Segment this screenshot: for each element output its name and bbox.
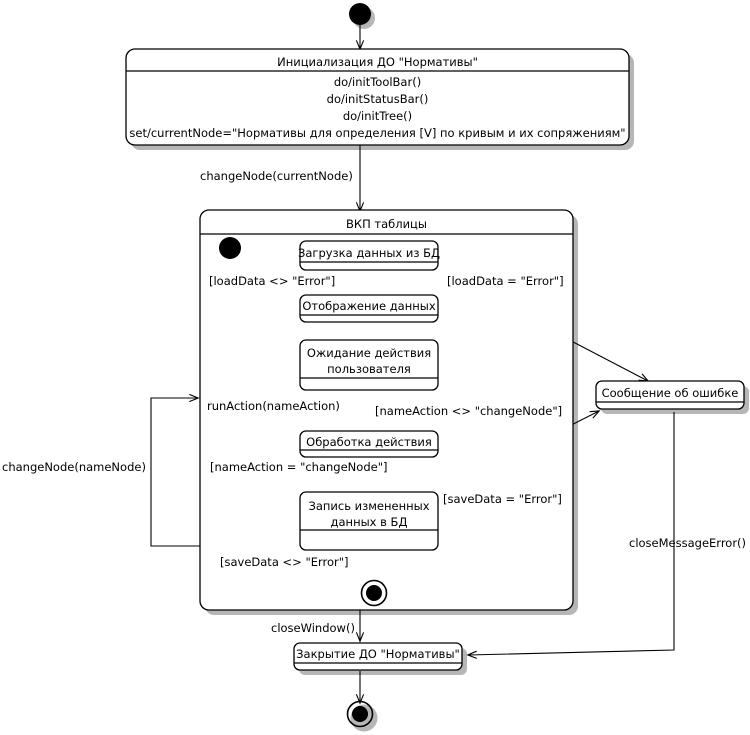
- state-wait-title-line2: пользователя: [327, 362, 411, 376]
- state-save-title-line2: данных в БД: [331, 515, 408, 529]
- state-error-title: Сообщение об ошибке: [602, 386, 739, 400]
- label-process-to-wait: [nameAction <> "changeNode"]: [375, 404, 562, 418]
- state-init-action-1: do/initStatusBar(): [327, 92, 429, 106]
- label-composite-to-close: closeWindow(): [271, 621, 355, 635]
- label-changenode-loop: changeNode(nameNode): [2, 460, 146, 474]
- inner-final-node: [360, 579, 388, 607]
- label-save-to-error: [saveData = "Error"]: [443, 492, 562, 506]
- label-error-to-close: closeMessageError(): [629, 536, 746, 550]
- state-init-title: Инициализация ДО "Нормативы": [277, 55, 478, 69]
- state-save-title-line1: Запись измененных: [308, 499, 429, 513]
- state-close[interactable]: Закрытие ДО "Нормативы": [293, 642, 463, 671]
- state-load-title: Загрузка данных из БД: [298, 246, 440, 260]
- inner-start-node: [219, 237, 241, 259]
- state-wait-title-line1: Ожидание действия: [307, 346, 431, 360]
- state-init-action-3: set/currentNode="Нормативы для определен…: [129, 126, 625, 140]
- final-node: [346, 700, 374, 728]
- label-save-to-final: [saveData <> "Error"]: [220, 555, 349, 569]
- state-process-title: Обработка действия: [306, 435, 432, 449]
- label-wait-to-process: runAction(nameAction): [207, 399, 340, 413]
- transition-labels: changeNode(currentNode) [loadData <> "Er…: [2, 169, 746, 635]
- start-node: [349, 3, 371, 25]
- state-error-message[interactable]: Сообщение об ошибке: [595, 380, 745, 410]
- label-init-to-composite: changeNode(currentNode): [200, 169, 353, 183]
- state-composite-table[interactable]: ВКП таблицы: [199, 209, 574, 611]
- edge-changenode-loop: [150, 398, 200, 547]
- state-display-title: Отображение данных: [302, 299, 436, 313]
- state-process-action[interactable]: Обработка действия: [299, 430, 439, 458]
- state-display[interactable]: Отображение данных: [299, 294, 439, 323]
- edge-error-to-close: [468, 412, 675, 655]
- state-init-action-0: do/initToolBar(): [334, 75, 421, 89]
- state-save-data[interactable]: Запись измененных данных в БД: [299, 491, 439, 551]
- state-init[interactable]: Инициализация ДО "Нормативы" do/initTool…: [125, 48, 630, 146]
- state-load[interactable]: Загрузка данных из БД: [298, 240, 440, 271]
- state-wait-user-action[interactable]: Ожидание действия пользователя: [299, 339, 439, 391]
- state-init-action-2: do/initTree(): [343, 109, 412, 123]
- label-load-to-error: [loadData = "Error"]: [447, 274, 564, 288]
- state-close-title: Закрытие ДО "Нормативы": [296, 647, 460, 661]
- label-load-to-display: [loadData <> "Error"]: [209, 274, 335, 288]
- label-process-to-save: [nameAction = "changeNode"]: [210, 460, 387, 474]
- state-composite-title: ВКП таблицы: [346, 217, 427, 231]
